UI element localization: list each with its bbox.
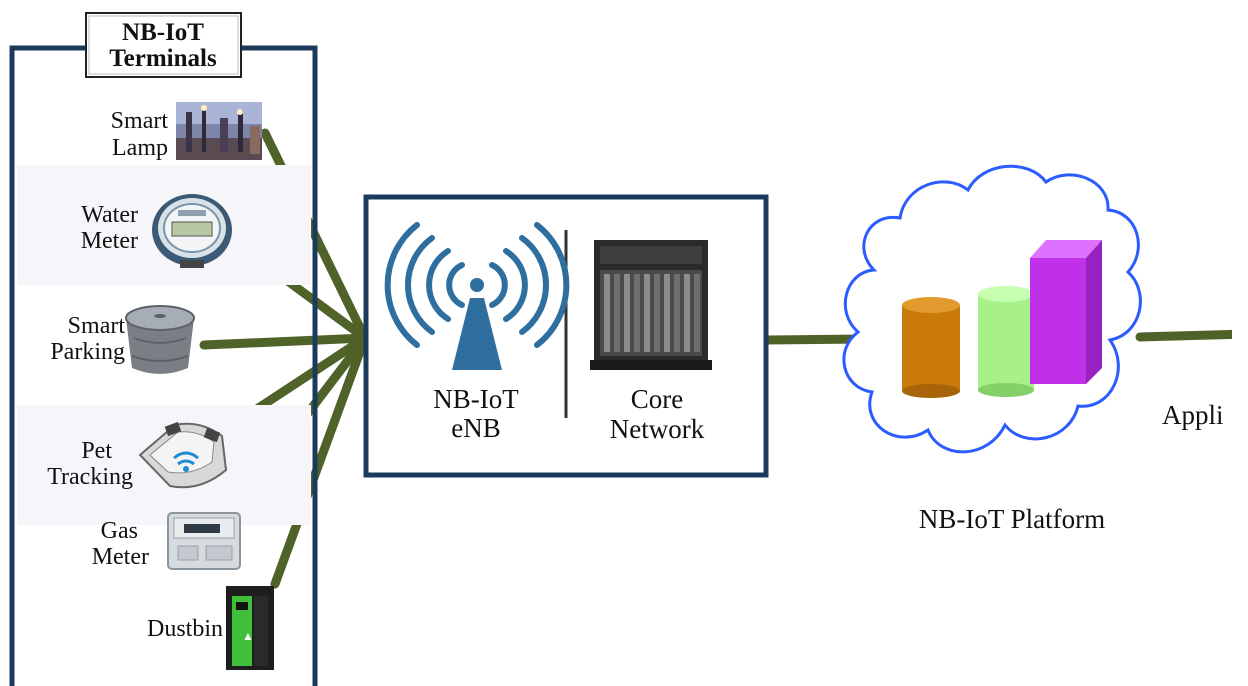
core-network-server-icon — [590, 240, 712, 370]
terminal-label-gas-meter-1: Gas — [101, 518, 138, 544]
link-platform-to-application — [1135, 329, 1248, 342]
network-box: NB-IoT eNB Core Network — [363, 194, 769, 478]
terminal-label-smart-parking-1: Smart — [68, 313, 126, 339]
smart-lamp-photo-icon — [176, 102, 262, 160]
pet-tracker-photo-icon — [138, 421, 228, 489]
core-label-line1: Core — [631, 384, 684, 414]
database-green-icon — [978, 286, 1034, 397]
terminal-label-smart-parking-2: Parking — [50, 339, 125, 365]
link-dustbin — [270, 333, 370, 589]
terminal-label-water-meter-2: Meter — [81, 228, 138, 254]
terminals-title-line1: NB-IoT — [122, 19, 204, 46]
enb-label-line2: eNB — [451, 413, 501, 443]
terminal-label-smart-lamp-1: Smart — [111, 108, 169, 134]
gas-meter-photo-icon — [167, 512, 241, 570]
terminal-label-water-meter-1: Water — [81, 202, 138, 228]
platform-label: NB-IoT Platform — [919, 504, 1105, 534]
water-meter-photo-icon — [152, 194, 232, 268]
platform-cloud: NB-IoT Platform — [842, 164, 1142, 534]
antenna-tower-icon — [384, 222, 570, 370]
parking-sensor-photo-icon — [125, 305, 195, 374]
terminal-label-pet-tracking-2: Tracking — [47, 464, 133, 490]
core-label-line2: Network — [610, 414, 705, 444]
application-label: Appli — [1162, 400, 1224, 430]
enb-label-line1: NB-IoT — [433, 384, 519, 414]
terminal-label-smart-lamp-2: Lamp — [112, 135, 168, 161]
terminal-label-dustbin: Dustbin — [147, 616, 223, 642]
terminals-title-box — [85, 12, 242, 78]
svg-text:▲: ▲ — [242, 629, 254, 643]
dustbin-photo-icon: ▲ — [226, 586, 274, 670]
link-smart-parking — [199, 333, 370, 350]
terminals-title-line2: Terminals — [109, 45, 217, 72]
terminals-panel: NB-IoT Terminals Smart Lamp Water Meter — [9, 12, 318, 686]
application-node: Appli — [1162, 305, 1248, 430]
database-orange-icon — [902, 297, 960, 398]
terminal-label-pet-tracking-1: Pet — [81, 438, 112, 464]
terminal-label-gas-meter-2: Meter — [92, 544, 149, 570]
bar-block-magenta-icon — [1030, 240, 1102, 384]
